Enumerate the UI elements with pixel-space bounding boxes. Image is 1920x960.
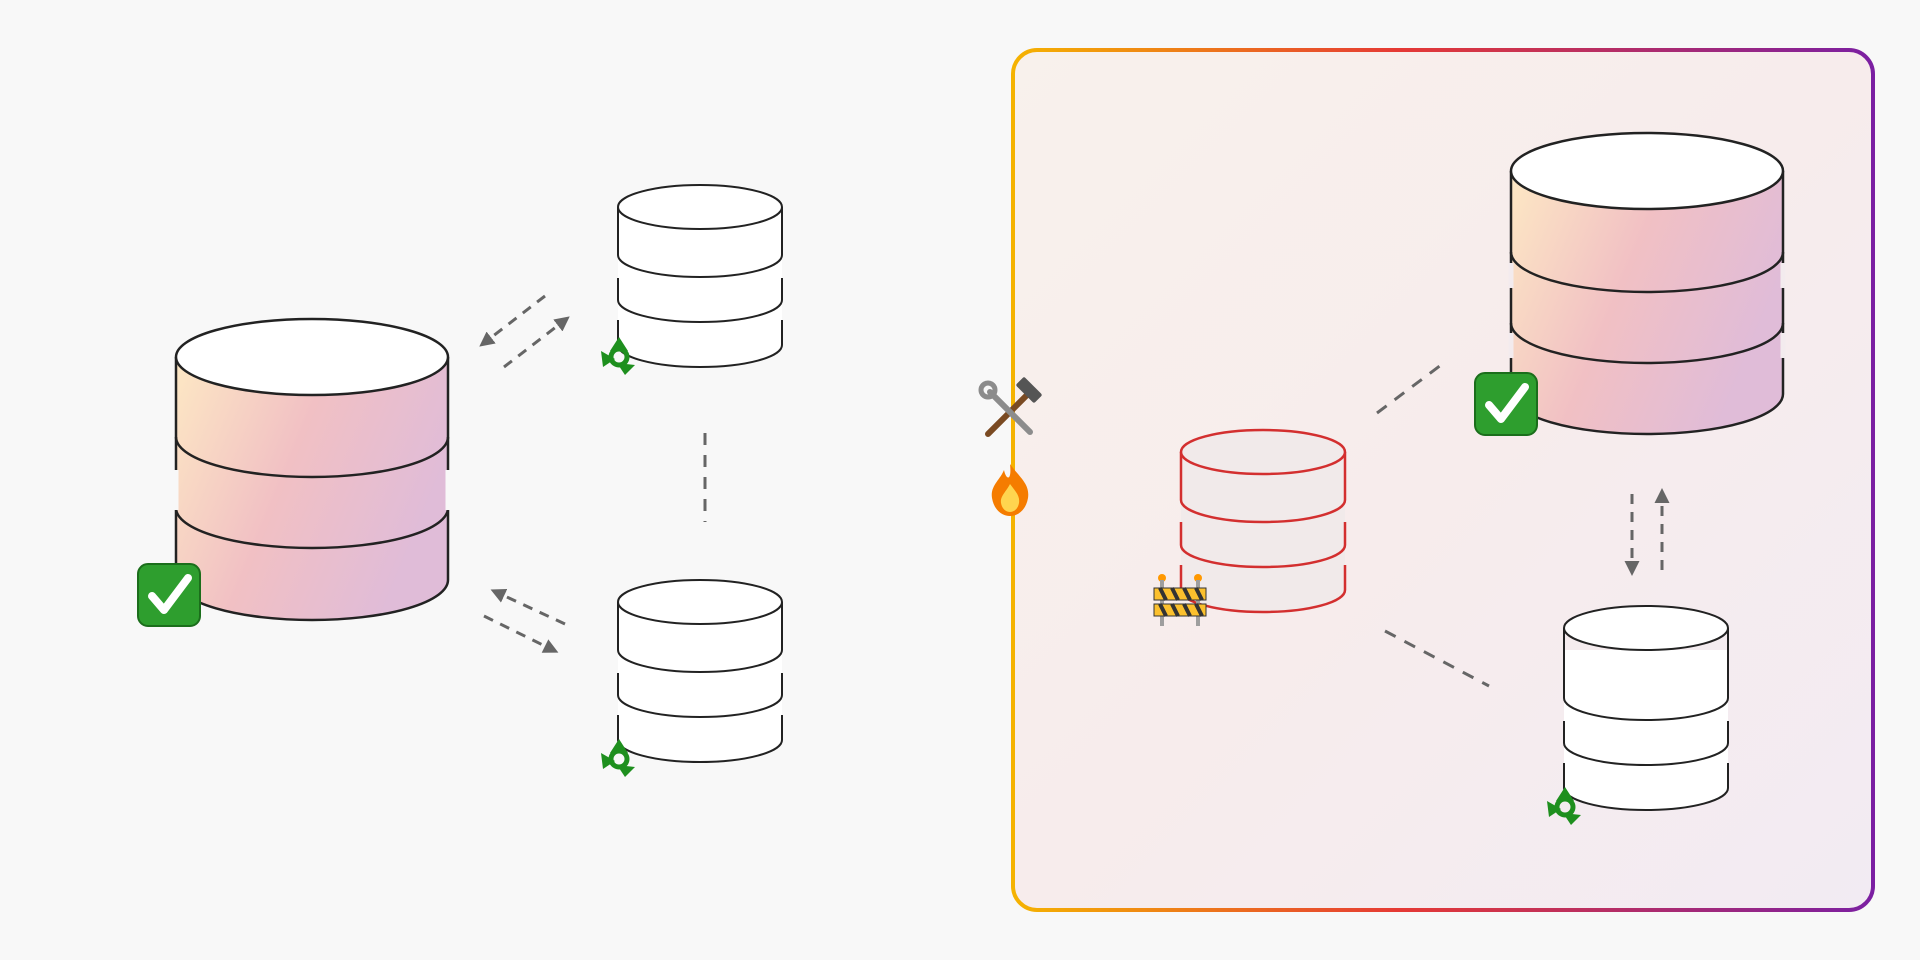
failed-database [1179,428,1347,614]
replica-database-bottom [617,579,783,763]
construction-barrier-icon [1153,574,1207,626]
recycle-icon [601,739,635,777]
check-mark-icon [1474,372,1538,436]
fire-icon [991,464,1029,516]
replication-arrow-top-to-primary [479,294,546,347]
replica-database-top [617,184,783,368]
broken-link-failed-to-replica [1384,629,1490,688]
check-mark-icon [137,563,201,627]
primary-database [173,317,451,622]
replica-database-right [1563,605,1729,811]
promoted-primary-database [1508,131,1786,436]
broken-link-failed-to-primary [1376,360,1446,415]
replication-arrow-primary-to-top [503,316,570,369]
recycle-icon [601,337,635,375]
replication-arrow-bottom-to-primary [490,588,566,626]
recycle-icon [1547,787,1581,825]
hammer-and-wrench-icon [978,377,1042,437]
replication-arrow-primary-to-bottom [483,614,559,653]
